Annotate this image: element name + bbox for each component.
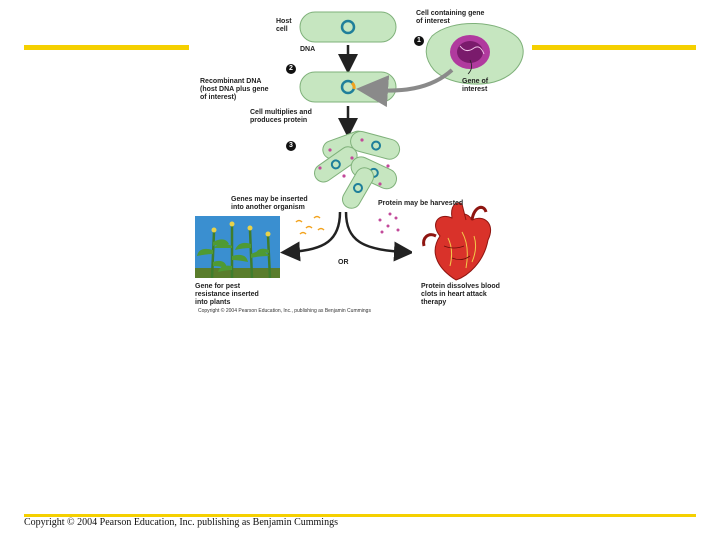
- label-cell-multiplies: Cell multiplies and produces protein: [250, 109, 312, 124]
- top-left-rule: [24, 45, 189, 50]
- label-cell-containing-gene: Cell containing gene of interest: [416, 10, 485, 25]
- host-cell: [299, 11, 397, 43]
- label-or: OR: [338, 259, 349, 266]
- label-host-cell: Host cell: [276, 18, 292, 33]
- label-gene-pest: Gene for pest resistance inserted into p…: [195, 283, 259, 306]
- label-dna: DNA: [300, 46, 316, 53]
- step-1-badge: 1: [414, 36, 424, 46]
- multiplied-cells: [314, 130, 401, 209]
- protein-dots: [378, 212, 400, 234]
- heart-image: [412, 202, 522, 281]
- fork-left-arrow: [280, 211, 342, 262]
- bottom-rule: [24, 514, 696, 517]
- label-protein-clots: Protein dissolves blood clots in heart a…: [421, 283, 500, 306]
- figure-credit: Copyright © 2004 Pearson Education, Inc.…: [198, 308, 371, 314]
- fork-right-arrow: [344, 211, 414, 262]
- step-2-badge: 2: [286, 64, 296, 74]
- top-right-rule: [532, 45, 696, 50]
- label-gene-of-interest: Gene of interest: [462, 78, 489, 93]
- slide-footer: Copyright © 2004 Pearson Education, Inc.…: [24, 517, 338, 528]
- step-3-badge: 3: [286, 141, 296, 151]
- label-protein-harvested: Protein may be harvested: [378, 200, 464, 207]
- recombinant-cell: [299, 71, 397, 103]
- gene-transfer-arrow: [356, 68, 454, 108]
- corn-plants-image: [195, 216, 280, 279]
- label-genes-inserted: Genes may be inserted into another organ…: [231, 196, 308, 211]
- donor-cell: [425, 22, 524, 85]
- gene-fragments: [295, 215, 325, 235]
- label-recombinant-dna: Recombinant DNA (host DNA plus gene of i…: [200, 78, 269, 101]
